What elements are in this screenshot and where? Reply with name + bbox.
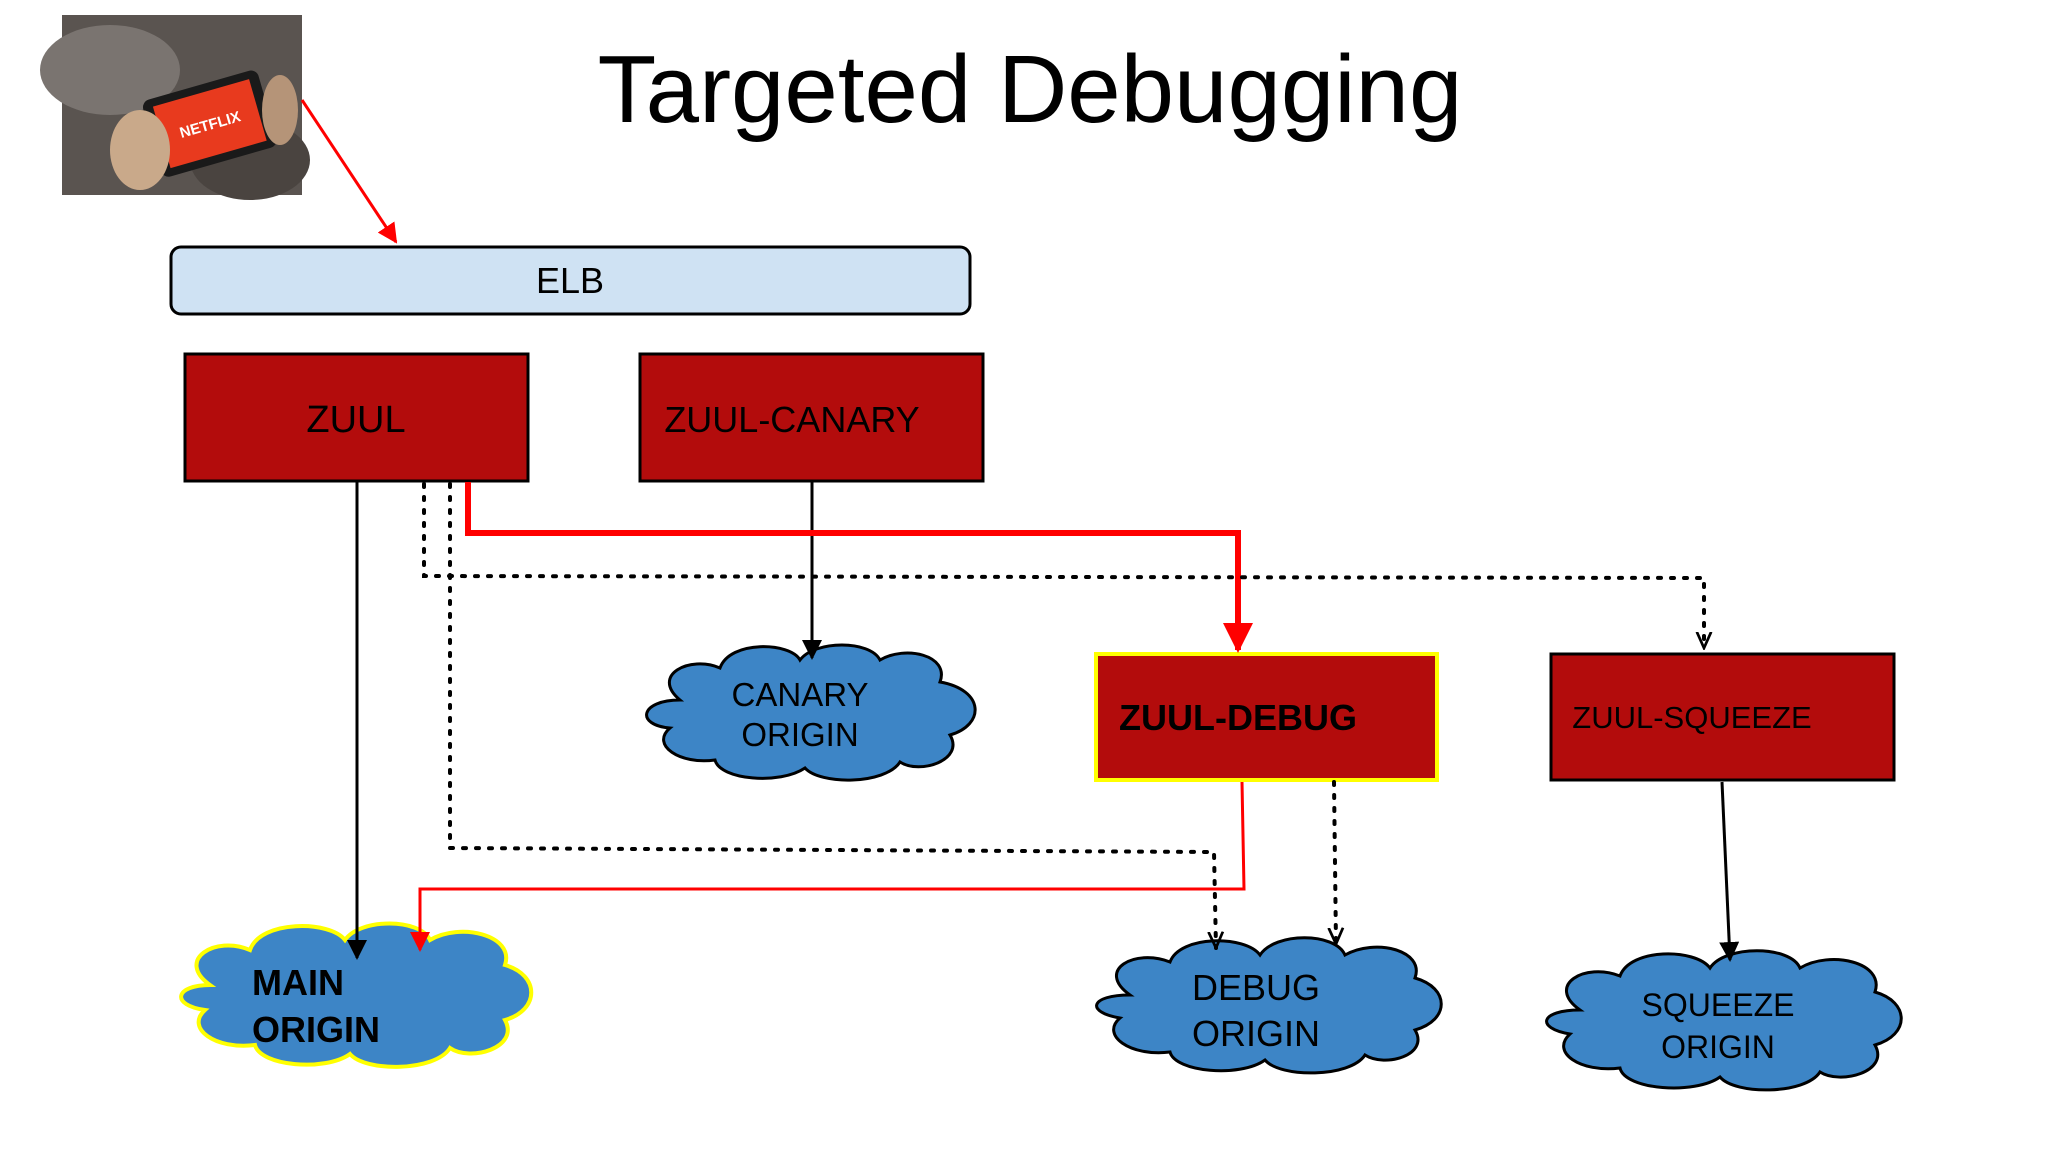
slide-title: Targeted Debugging: [598, 36, 1463, 143]
zuul-canary-box: ZUUL-CANARY: [638, 352, 985, 483]
main-origin-cloud: MAIN ORIGIN: [179, 921, 534, 1069]
zuul-squeeze-label: ZUUL-SQUEEZE: [1572, 700, 1811, 735]
squeeze-origin-line1: SQUEEZE: [1642, 987, 1795, 1023]
debug-to-main-origin-red-path: [410, 781, 1246, 952]
squeeze-origin-line2: ORIGIN: [1661, 1029, 1775, 1065]
elb-label: ELB: [536, 260, 604, 301]
squeeze-origin-cloud: SQUEEZE ORIGIN: [1545, 949, 1903, 1092]
debug-to-debug-origin-dotted-path: [1334, 780, 1336, 946]
squeeze-to-squeeze-origin-arrow: [1719, 781, 1740, 962]
debug-origin-line2: ORIGIN: [1192, 1013, 1320, 1054]
canary-origin-line2: ORIGIN: [741, 716, 858, 753]
canary-origin-cloud: CANARY ORIGIN: [645, 643, 977, 782]
elb-box: ELB: [169, 245, 972, 316]
zuul-box: ZUUL: [183, 352, 530, 483]
zuul-debug-label: ZUUL-DEBUG: [1119, 697, 1357, 738]
canary-origin-line1: CANARY: [732, 676, 869, 713]
zuul-to-squeeze-dotted-path: [422, 482, 1704, 650]
main-origin-line2: ORIGIN: [252, 1009, 380, 1050]
netflix-thumbnail: NETFLIX: [40, 15, 310, 200]
main-origin-line1: MAIN: [252, 962, 344, 1003]
device-to-elb-arrow: [300, 99, 398, 244]
zuul-squeeze-box: ZUUL-SQUEEZE: [1549, 652, 1896, 782]
zuul-label: ZUUL: [306, 399, 405, 441]
zuul-debug-box: ZUUL-DEBUG: [1094, 652, 1439, 782]
debug-origin-cloud: DEBUG ORIGIN: [1095, 936, 1443, 1075]
debug-origin-line1: DEBUG: [1192, 967, 1320, 1008]
zuul-to-debug-red-path: [465, 482, 1253, 653]
zuul-to-debug-origin-dotted-path: [448, 482, 1216, 950]
zuul-canary-label: ZUUL-CANARY: [664, 399, 919, 440]
